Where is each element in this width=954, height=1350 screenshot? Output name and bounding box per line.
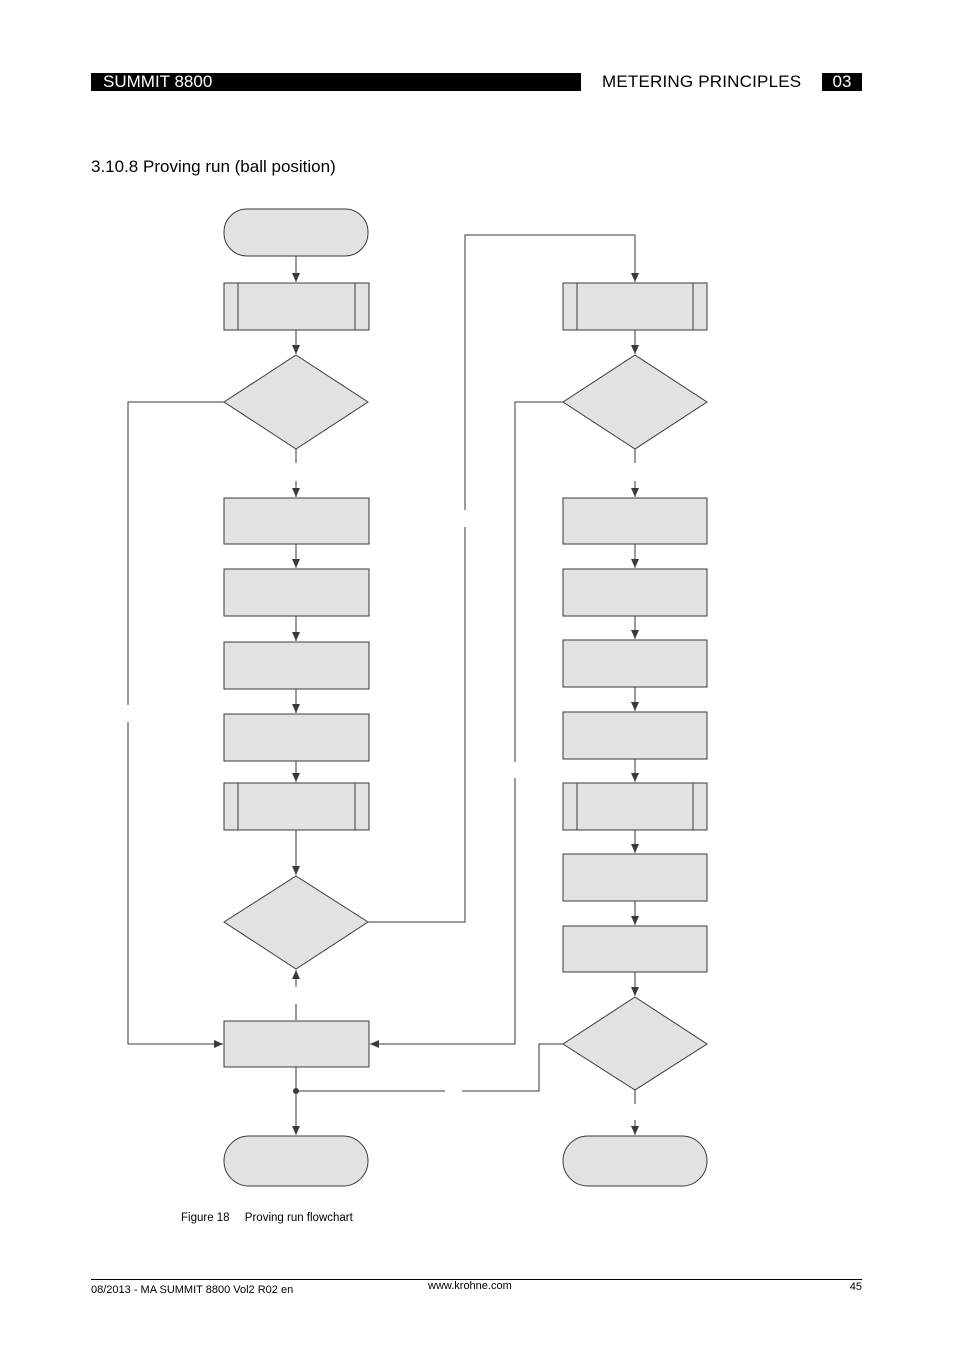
right-process-4 — [562, 711, 708, 760]
left-process-5 — [223, 1020, 370, 1068]
figure-label: Figure 18 — [181, 1212, 230, 1224]
left-decision-2 — [223, 875, 369, 970]
header-chapter-title: METERING PRINCIPLES — [602, 72, 802, 91]
header-product: SUMMIT 8800 — [103, 72, 213, 91]
right-process-2 — [562, 568, 708, 617]
left-process-4 — [223, 713, 370, 762]
right-decision-2 — [562, 996, 708, 1091]
left-connectors — [127, 234, 639, 1135]
footer-rule — [91, 1279, 862, 1280]
right-process-6 — [562, 925, 708, 973]
right-subprocess-2 — [562, 782, 708, 831]
section-title: 3.10.8 Proving run (ball position) — [91, 157, 336, 176]
right-process-3 — [562, 639, 708, 688]
header-product-bar: SUMMIT 8800 — [91, 73, 581, 91]
end-terminal-left — [223, 1135, 369, 1187]
figure-caption: Figure 18 Proving run flowchart — [181, 1211, 353, 1225]
right-connectors — [296, 330, 639, 1135]
footer-document-id: 08/2013 - MA SUMMIT 8800 Vol2 R02 en — [91, 1284, 294, 1296]
right-process-5 — [562, 853, 708, 902]
footer-website-link[interactable]: www.krohne.com — [428, 1280, 512, 1292]
left-decision-1 — [223, 354, 369, 450]
start-terminal — [223, 208, 369, 257]
end-terminal-right — [562, 1135, 708, 1187]
right-process-1 — [562, 497, 708, 545]
chapter-number-badge: 03 — [822, 73, 862, 91]
left-process-1 — [223, 497, 370, 545]
left-process-3 — [223, 641, 370, 690]
left-subprocess-2 — [223, 782, 370, 831]
left-process-2 — [223, 568, 370, 617]
footer-page-number: 45 — [849, 1281, 862, 1293]
right-subprocess-1 — [562, 282, 708, 331]
left-subprocess-1 — [223, 282, 370, 331]
right-decision-1 — [562, 354, 708, 450]
figure-caption-text: Proving run flowchart — [244, 1212, 353, 1224]
